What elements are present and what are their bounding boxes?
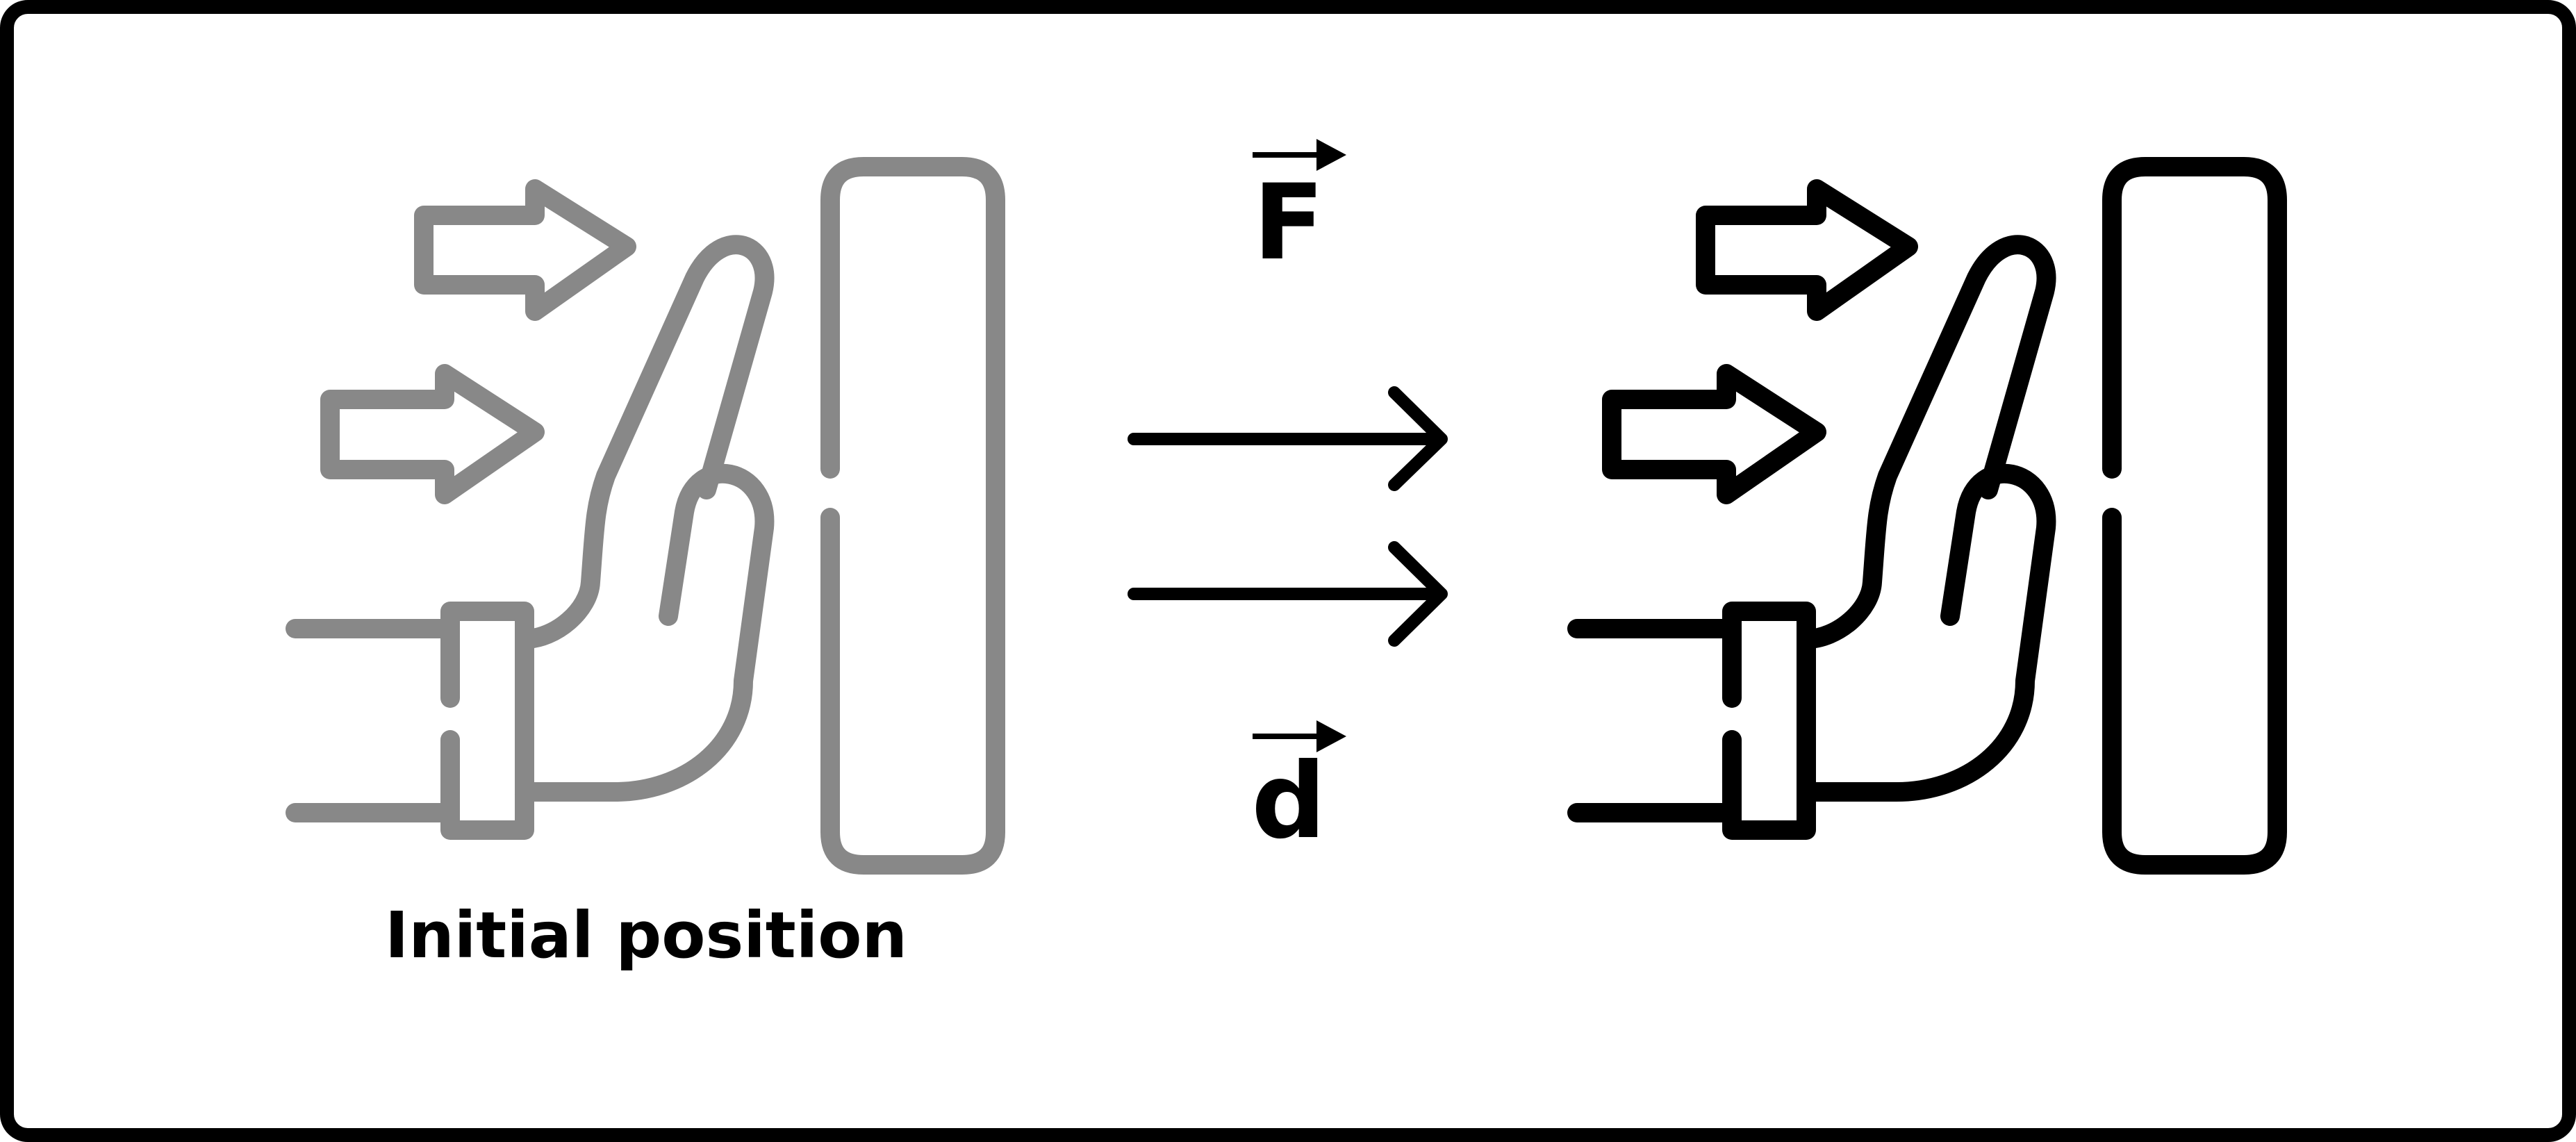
final-hand-wall xyxy=(1577,167,2277,865)
displacement-label-group: d xyxy=(1251,720,1346,862)
initial-hand-wall xyxy=(295,167,996,865)
displacement-vector-arrow-head xyxy=(1316,720,1346,752)
displacement-label: d xyxy=(1251,741,1326,862)
force-vector-arrow-head xyxy=(1316,139,1346,171)
initial-position-caption: Initial position xyxy=(385,898,907,973)
force-label: F xyxy=(1253,163,1324,283)
force-label-group: F xyxy=(1253,139,1346,283)
lower-right-arrow xyxy=(1128,541,1448,647)
direction-arrows xyxy=(1128,386,1448,647)
upper-right-arrow xyxy=(1128,386,1448,491)
